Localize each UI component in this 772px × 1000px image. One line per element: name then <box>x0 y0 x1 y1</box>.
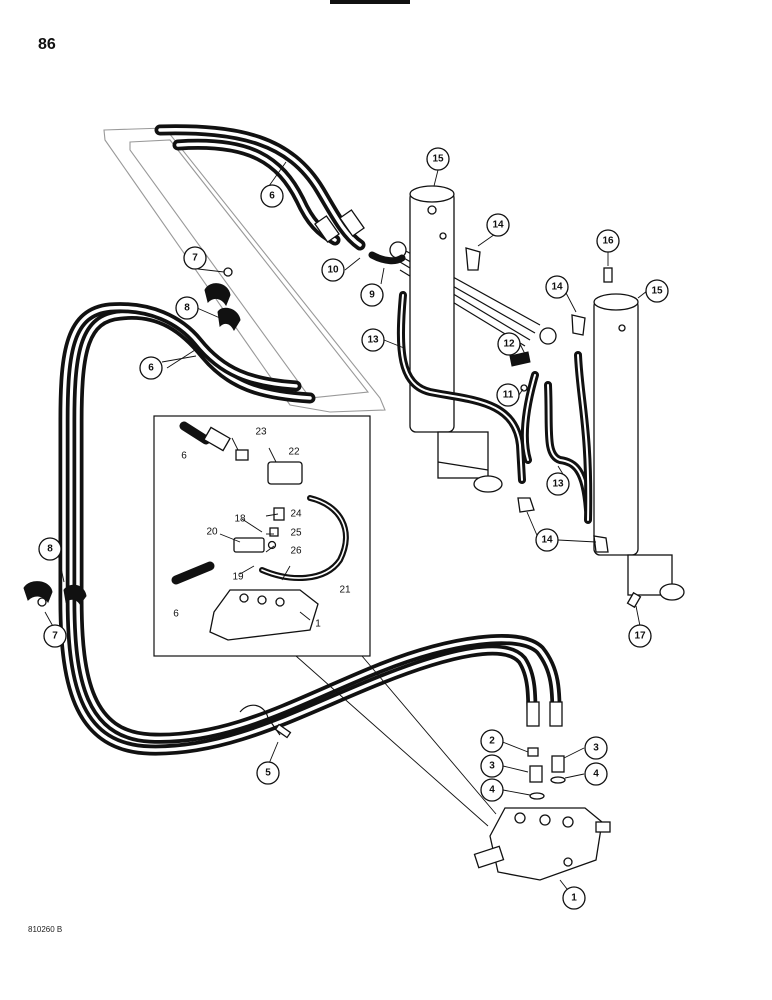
callout-7-bottom: 7 <box>43 624 67 648</box>
svg-text:13: 13 <box>552 479 564 490</box>
callout-15-right: 15 <box>645 279 669 303</box>
svg-text:7: 7 <box>192 253 198 264</box>
label-18: 18 <box>234 514 246 525</box>
label-25: 25 <box>290 528 302 539</box>
svg-text:1: 1 <box>571 893 577 904</box>
svg-text:15: 15 <box>651 286 663 297</box>
svg-text:3: 3 <box>593 743 599 754</box>
label-1-inset: 1 <box>315 619 321 630</box>
long-hose-loop <box>58 302 563 756</box>
svg-text:14: 14 <box>492 220 504 231</box>
svg-text:6: 6 <box>269 191 275 202</box>
inset-leader-right <box>361 655 497 815</box>
callout-15-left: 15 <box>426 147 450 171</box>
drawing-code: 810260 B <box>28 925 63 934</box>
svg-text:6: 6 <box>148 363 154 374</box>
label-24: 24 <box>290 509 302 520</box>
valve-fittings <box>527 747 566 800</box>
callout-9: 9 <box>360 283 384 307</box>
callout-3-left: 3 <box>480 754 504 778</box>
callout-14-top: 14 <box>486 213 510 237</box>
label-21: 21 <box>339 585 351 596</box>
callout-11: 11 <box>496 383 520 407</box>
svg-text:16: 16 <box>602 236 614 247</box>
callout-leaders <box>44 161 648 899</box>
control-valve <box>473 807 611 881</box>
svg-text:13: 13 <box>367 335 379 346</box>
svg-text:11: 11 <box>503 390 514 401</box>
svg-text:15: 15 <box>432 154 444 165</box>
callout-4-left: 4 <box>480 778 504 802</box>
callout-1-bottom: 1 <box>562 886 586 910</box>
callout-3-right: 3 <box>584 736 608 760</box>
svg-text:3: 3 <box>489 761 495 772</box>
label-22: 22 <box>288 447 300 458</box>
svg-text:10: 10 <box>327 265 339 276</box>
upper-clamp <box>204 267 241 332</box>
svg-text:9: 9 <box>369 290 375 301</box>
svg-text:8: 8 <box>47 544 53 555</box>
callout-2: 2 <box>480 729 504 753</box>
label-20: 20 <box>206 527 218 538</box>
svg-text:7: 7 <box>52 631 58 642</box>
svg-text:5: 5 <box>265 768 271 779</box>
small-fittings <box>509 267 642 609</box>
callout-14-right: 14 <box>545 275 569 299</box>
label-6-inset-top: 6 <box>181 451 187 462</box>
label-23: 23 <box>255 427 267 438</box>
inset-leader-left <box>295 655 489 827</box>
upper-hose-assembly <box>154 124 366 251</box>
callout-16: 16 <box>596 229 620 253</box>
svg-text:2: 2 <box>489 736 495 747</box>
svg-text:4: 4 <box>593 769 599 780</box>
svg-text:14: 14 <box>541 535 553 546</box>
left-cylinder <box>409 185 503 493</box>
page-number: 86 <box>38 36 56 53</box>
callout-17: 17 <box>628 624 652 648</box>
svg-text:8: 8 <box>184 303 190 314</box>
callout-12: 12 <box>497 332 521 356</box>
label-26: 26 <box>290 546 302 557</box>
cylinder-hoses <box>396 291 593 524</box>
callout-13-left: 13 <box>361 328 385 352</box>
inset-contents <box>171 421 349 641</box>
elbows <box>465 247 609 553</box>
callout-13-right: 13 <box>546 472 570 496</box>
lower-clamp <box>23 581 87 607</box>
svg-text:4: 4 <box>489 785 495 796</box>
boom-outline <box>103 127 386 413</box>
label-19: 19 <box>232 572 244 583</box>
callout-6-mid: 6 <box>139 356 163 380</box>
callout-5: 5 <box>256 761 280 785</box>
callout-8-top: 8 <box>175 296 199 320</box>
callout-4-right: 4 <box>584 762 608 786</box>
callout-10: 10 <box>321 258 345 282</box>
svg-text:17: 17 <box>634 631 646 642</box>
callout-7-top: 7 <box>183 246 207 270</box>
top-edge-mark <box>330 0 410 4</box>
boom-outline-inner <box>129 139 370 399</box>
right-cylinder <box>593 293 685 601</box>
callout-8-bottom: 8 <box>38 537 62 561</box>
callout-14-bottom: 14 <box>535 528 559 552</box>
label-6-inset-bottom: 6 <box>173 609 179 620</box>
callout-6-top: 6 <box>260 184 284 208</box>
svg-text:14: 14 <box>551 282 563 293</box>
inset-panel <box>153 415 371 657</box>
hose-tie <box>239 704 292 739</box>
svg-text:12: 12 <box>503 339 515 350</box>
